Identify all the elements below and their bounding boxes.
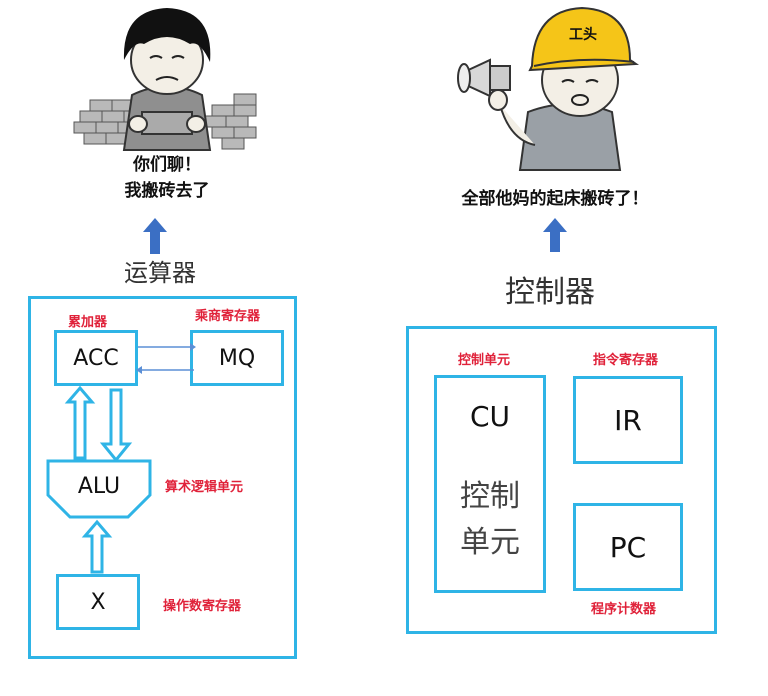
control-section-frame bbox=[406, 326, 717, 634]
up-arrow-icon bbox=[143, 218, 167, 254]
left-meme: 你们聊！ 我搬砖去了 bbox=[72, 0, 262, 215]
left-meme-caption-line1: 你们聊！ bbox=[133, 155, 201, 175]
left-meme-caption-line2: 我搬砖去了 bbox=[124, 181, 210, 201]
right-meme: 工头 全部他妈的起床搬砖了！ bbox=[430, 0, 680, 225]
alu-label: ALU bbox=[77, 474, 121, 499]
alu-annotation: 算术逻辑单元 bbox=[165, 480, 244, 495]
control-section-title: 控制器 bbox=[505, 275, 595, 310]
acc-mq-arrows bbox=[136, 343, 196, 374]
cu-label: CU bbox=[469, 400, 511, 433]
mq-register: MQ bbox=[190, 330, 284, 386]
alu-section-frame bbox=[28, 296, 297, 659]
mq-annotation: 乘商寄存器 bbox=[195, 309, 261, 324]
ir-annotation: 指令寄存器 bbox=[593, 353, 659, 368]
acc-register: ACC bbox=[54, 330, 138, 386]
x-annotation: 操作数寄存器 bbox=[163, 599, 242, 614]
cu-box: CU 控制 单元 bbox=[434, 375, 546, 593]
x-to-alu-arrow-icon bbox=[81, 519, 113, 574]
acc-to-alu-arrow-icon bbox=[99, 388, 133, 463]
alu-section-title: 运算器 bbox=[124, 259, 196, 287]
right-meme-caption: 全部他妈的起床搬砖了！ bbox=[461, 189, 649, 209]
cu-annotation: 控制单元 bbox=[458, 353, 511, 368]
alu-shape bbox=[46, 459, 152, 519]
pc-annotation: 程序计数器 bbox=[591, 602, 657, 617]
right-meme-illustration bbox=[457, 6, 640, 171]
acc-annotation: 累加器 bbox=[68, 315, 108, 330]
pc-register: PC bbox=[573, 503, 683, 591]
ir-register: IR bbox=[573, 376, 683, 464]
cu-sub-line1: 控制 bbox=[460, 479, 520, 514]
helmet-text: 工头 bbox=[569, 27, 597, 43]
cu-sub-line2: 单元 bbox=[460, 525, 520, 560]
x-register: X bbox=[56, 574, 140, 630]
up-arrow-icon bbox=[543, 218, 567, 252]
left-meme-illustration bbox=[73, 8, 257, 151]
alu-to-acc-arrow-icon bbox=[64, 385, 96, 460]
